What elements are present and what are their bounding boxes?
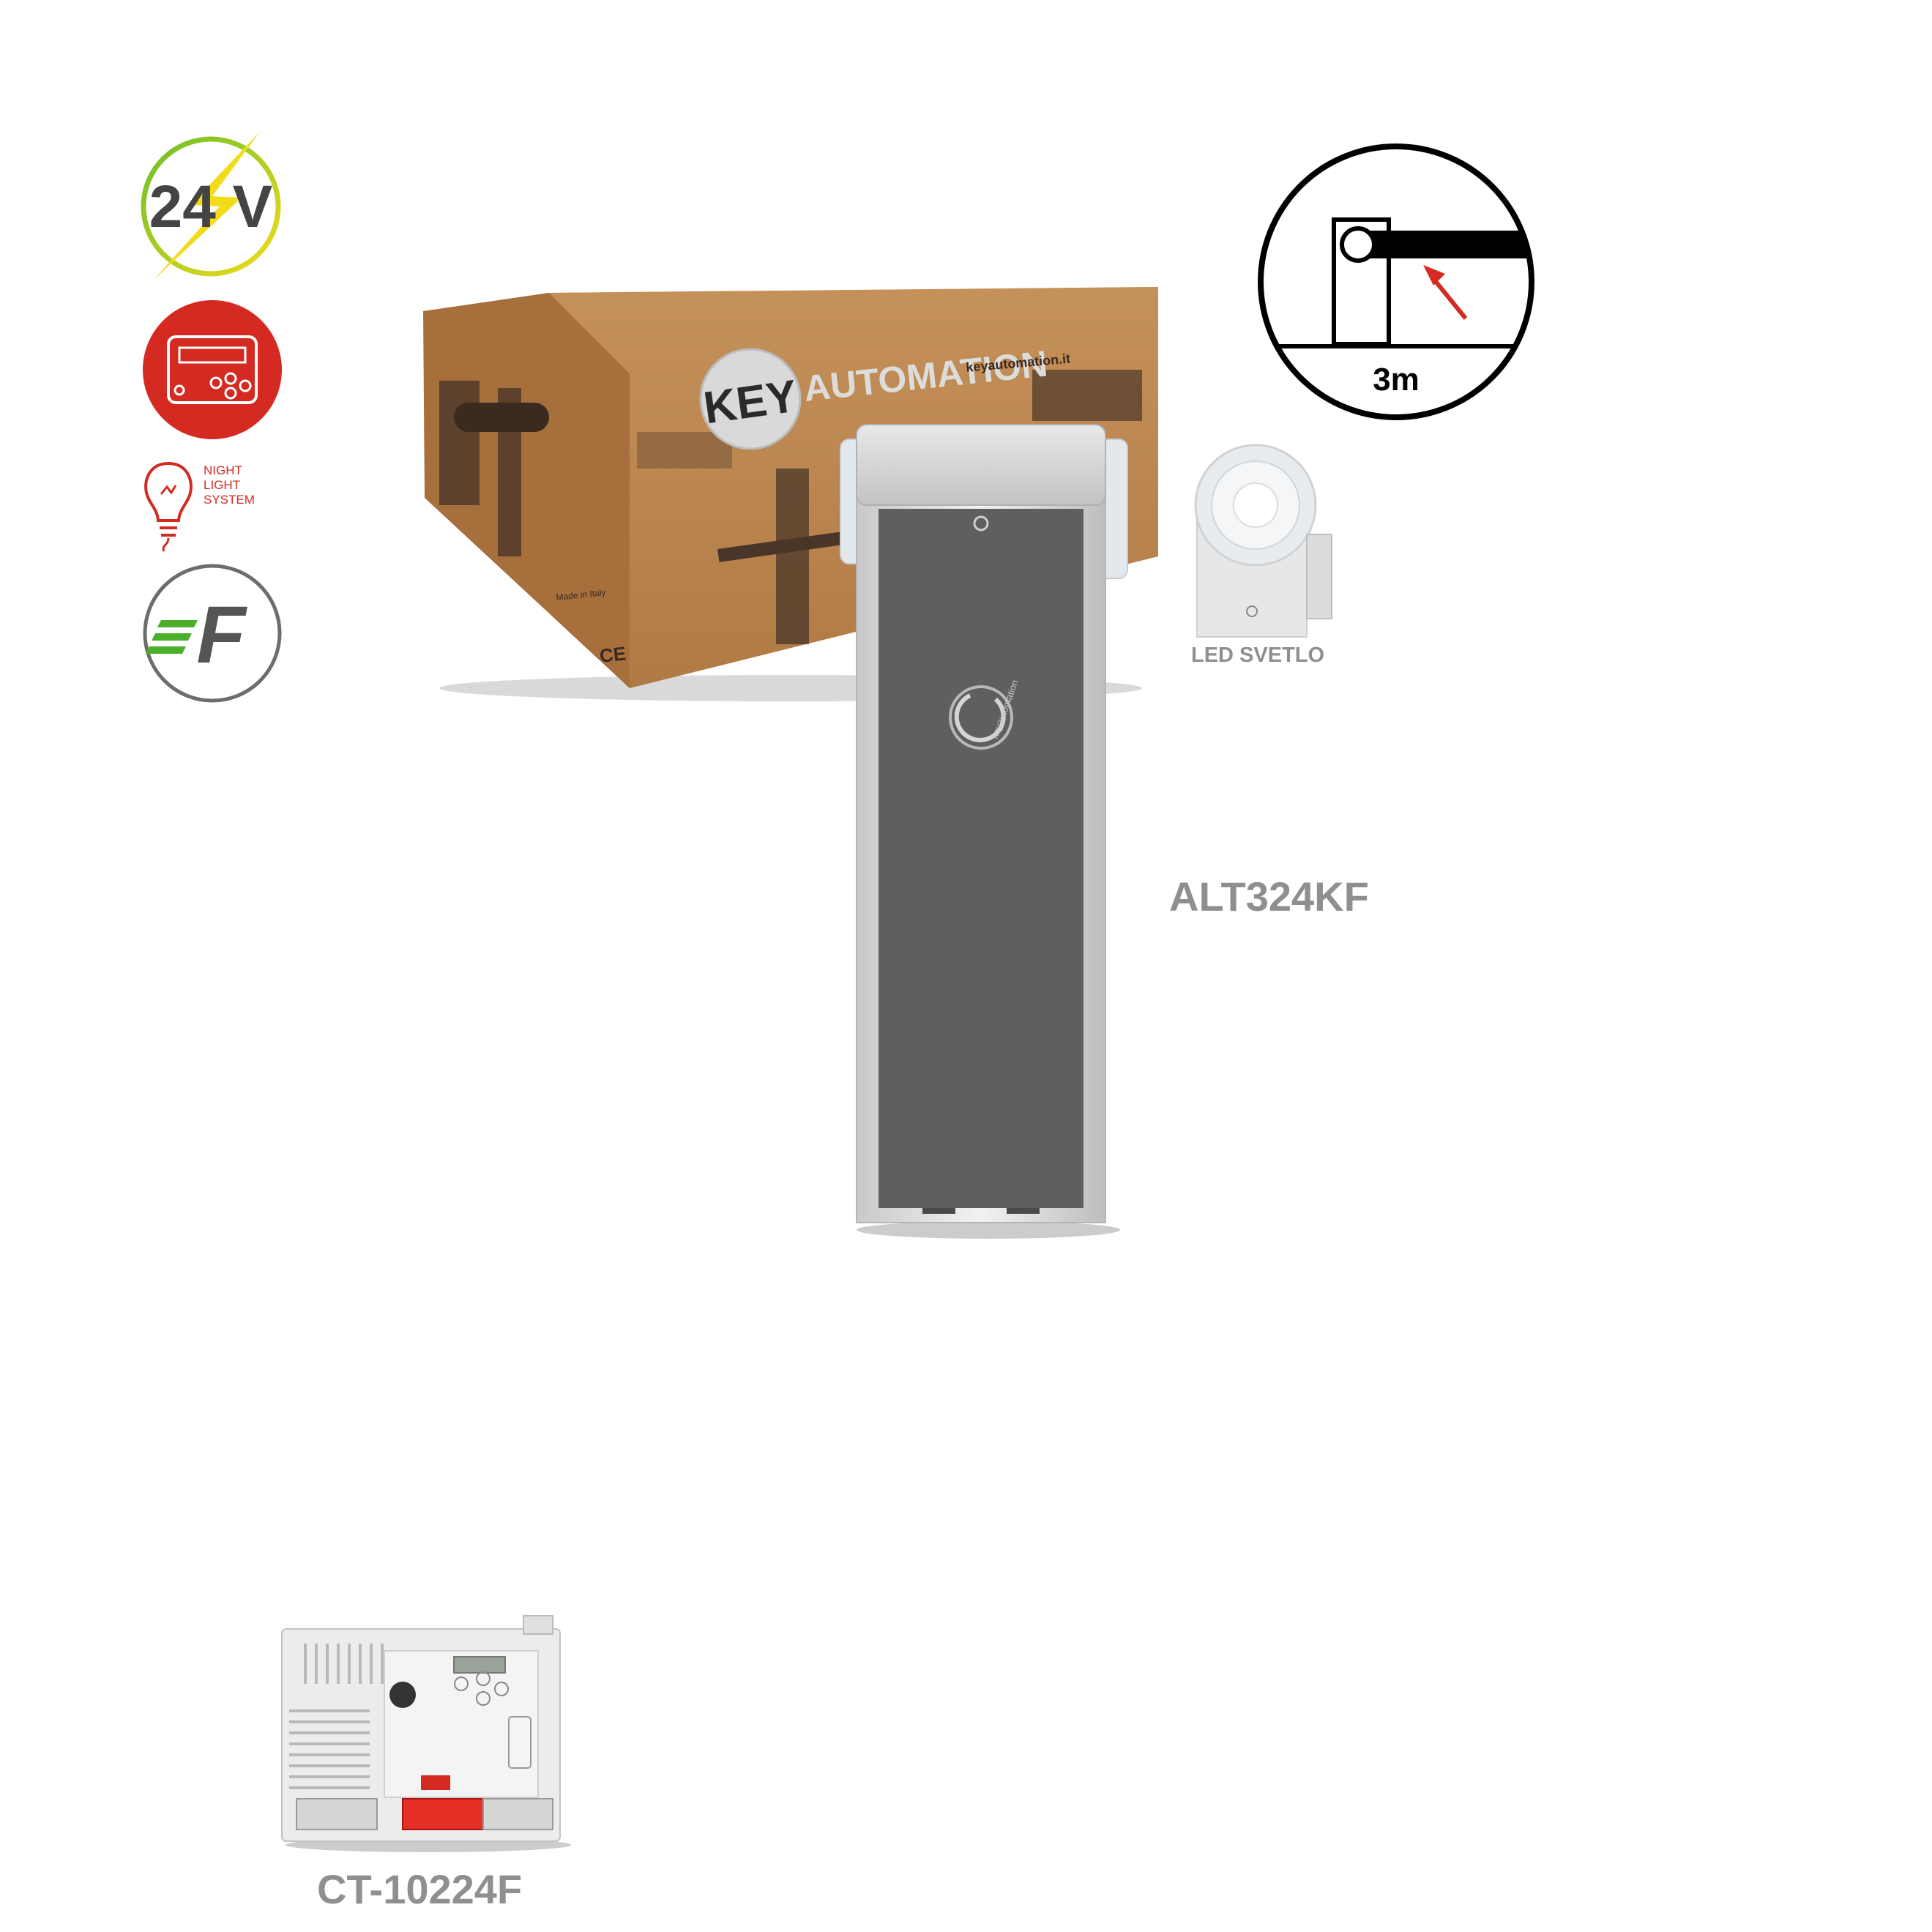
led-light-label: LED SVETLO bbox=[1191, 644, 1325, 667]
controller-model-label: CT-10224F bbox=[317, 1866, 523, 1912]
board-button bbox=[476, 1691, 491, 1706]
light-mount-bracket bbox=[1306, 534, 1332, 619]
board-button bbox=[494, 1682, 509, 1696]
system-label: SYSTEM bbox=[204, 493, 255, 507]
boom-length-label: 3m bbox=[1373, 362, 1420, 398]
red-arrow-icon bbox=[1429, 275, 1468, 320]
barrier-column: keyautomation bbox=[840, 424, 1128, 1239]
night-label: NIGHT bbox=[204, 463, 242, 477]
barrier-door-panel bbox=[879, 509, 1084, 1208]
control-board bbox=[281, 1615, 571, 1852]
grey-terminal-block bbox=[482, 1798, 553, 1830]
fast-f-icon: F bbox=[196, 590, 247, 680]
power-terminal bbox=[296, 1798, 378, 1830]
boom-length-diagram: 3m bbox=[1258, 143, 1534, 420]
dip-switch bbox=[421, 1775, 450, 1790]
board-button bbox=[454, 1676, 469, 1691]
barrier-model-label: ALT324KF bbox=[1169, 873, 1369, 920]
boom-arm-icon bbox=[1356, 231, 1532, 258]
key-logo bbox=[699, 348, 802, 450]
voltage-text: 24 V bbox=[149, 174, 273, 240]
light-screw-icon bbox=[1246, 605, 1258, 617]
light-label: LIGHT bbox=[204, 478, 241, 492]
board-button bbox=[476, 1671, 491, 1686]
trimmer-knob-icon bbox=[389, 1682, 416, 1708]
lightning-icon bbox=[154, 132, 260, 280]
light-bulb-icon bbox=[144, 461, 193, 552]
barrier-top-cap bbox=[856, 424, 1106, 506]
display-badge bbox=[143, 300, 282, 439]
vent-grille bbox=[289, 1644, 384, 1789]
red-terminal-block bbox=[402, 1798, 484, 1830]
lcd-display bbox=[453, 1656, 506, 1674]
barrier-logo-icon bbox=[949, 685, 1013, 750]
keyhole-icon bbox=[973, 515, 989, 532]
control-panel-icon bbox=[167, 335, 258, 404]
fast-badge: F bbox=[143, 564, 282, 703]
night-light-badge: NIGHT LIGHT SYSTEM bbox=[139, 458, 264, 553]
led-light bbox=[1194, 444, 1332, 638]
24v-badge: 24 V bbox=[141, 132, 281, 280]
ce-mark: CE bbox=[598, 642, 627, 667]
